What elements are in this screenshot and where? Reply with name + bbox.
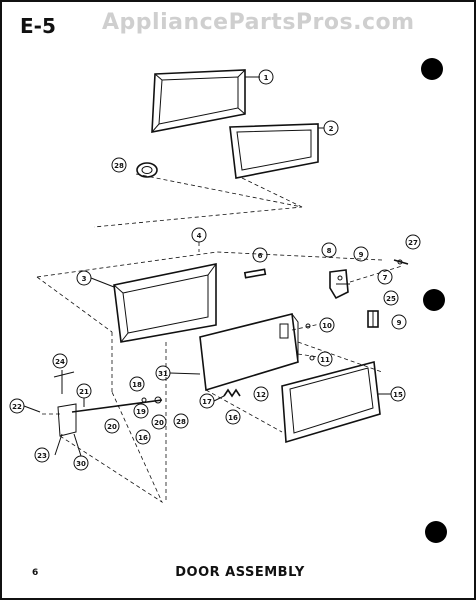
callout-9-right: 9 xyxy=(391,314,407,330)
part-door-frame-top xyxy=(151,69,260,133)
svg-text:18: 18 xyxy=(132,381,142,389)
part-hinge-rod xyxy=(53,370,163,437)
svg-text:7: 7 xyxy=(383,274,388,282)
callout-20-left: 20 xyxy=(104,418,120,434)
svg-text:1: 1 xyxy=(264,74,269,82)
binder-hole-top xyxy=(421,58,443,80)
callout-24: 24 xyxy=(52,353,68,369)
svg-text:23: 23 xyxy=(37,452,47,460)
part-knob xyxy=(136,162,158,178)
svg-text:31: 31 xyxy=(158,370,168,378)
callout-12: 12 xyxy=(253,386,269,402)
part-latch xyxy=(329,269,350,300)
callout-21: 21 xyxy=(76,383,92,399)
callout-6: 6 xyxy=(252,247,268,263)
part-spring xyxy=(223,388,241,398)
part-gasket-frame xyxy=(229,123,324,179)
svg-text:16: 16 xyxy=(228,414,238,422)
svg-text:3: 3 xyxy=(82,275,87,283)
svg-text:20: 20 xyxy=(107,423,117,431)
svg-text:27: 27 xyxy=(408,239,418,247)
callout-8: 8 xyxy=(321,242,337,258)
binder-hole-middle xyxy=(423,289,445,311)
callout-19: 19 xyxy=(133,403,149,419)
callout-25: 25 xyxy=(383,290,399,306)
svg-text:9: 9 xyxy=(397,319,402,327)
svg-text:21: 21 xyxy=(79,388,89,396)
callout-27: 27 xyxy=(405,234,421,250)
callout-30: 30 xyxy=(73,455,89,471)
callout-7: 7 xyxy=(377,269,393,285)
svg-text:4: 4 xyxy=(197,232,202,240)
callout-31: 31 xyxy=(155,365,171,381)
part-door-panel xyxy=(199,313,299,392)
callout-4: 4 xyxy=(191,227,207,243)
svg-text:22: 22 xyxy=(12,403,22,411)
part-block xyxy=(367,310,379,328)
callout-17: 17 xyxy=(199,393,215,409)
callout-9-top: 9 xyxy=(353,246,369,262)
callout-22: 22 xyxy=(9,398,25,414)
svg-text:28: 28 xyxy=(176,418,186,426)
diagram-caption: DOOR ASSEMBLY xyxy=(175,565,305,580)
svg-text:25: 25 xyxy=(386,295,396,303)
callout-1: 1 xyxy=(258,69,274,85)
svg-text:11: 11 xyxy=(320,356,330,364)
part-strip xyxy=(243,268,267,279)
page-number: 6 xyxy=(32,568,39,578)
part-pin xyxy=(393,259,409,265)
svg-text:19: 19 xyxy=(136,408,146,416)
svg-text:28: 28 xyxy=(114,162,124,170)
part-door-liner xyxy=(113,263,217,343)
callout-16-left: 16 xyxy=(135,429,151,445)
svg-text:6: 6 xyxy=(258,252,263,260)
part-window-frame xyxy=(281,360,381,444)
callout-10: 10 xyxy=(319,317,335,333)
svg-text:12: 12 xyxy=(256,391,266,399)
leader-lines xyxy=(23,277,391,457)
callout-23: 23 xyxy=(34,447,50,463)
part-screws xyxy=(291,323,321,361)
callout-16-right: 16 xyxy=(225,409,241,425)
callout-15: 15 xyxy=(390,386,406,402)
callout-2: 2 xyxy=(323,120,339,136)
svg-text:24: 24 xyxy=(55,358,65,366)
svg-text:30: 30 xyxy=(76,460,86,468)
binder-hole-bottom xyxy=(425,521,447,543)
callout-28-bottom: 28 xyxy=(173,413,189,429)
svg-text:15: 15 xyxy=(393,391,403,399)
svg-text:17: 17 xyxy=(202,398,212,406)
callout-11: 11 xyxy=(317,351,333,367)
svg-text:10: 10 xyxy=(322,322,332,330)
svg-text:9: 9 xyxy=(359,251,364,259)
callout-18-upper: 18 xyxy=(129,376,145,392)
callout-3: 3 xyxy=(76,270,92,286)
svg-text:20: 20 xyxy=(154,419,164,427)
svg-text:8: 8 xyxy=(327,247,332,255)
watermark: AppliancePartsPros.com xyxy=(102,10,415,35)
page-code: E-5 xyxy=(20,14,56,38)
svg-text:16: 16 xyxy=(138,434,148,442)
callout-28-top: 28 xyxy=(111,157,127,173)
svg-text:2: 2 xyxy=(329,125,334,133)
callout-20-mid: 20 xyxy=(151,414,167,430)
